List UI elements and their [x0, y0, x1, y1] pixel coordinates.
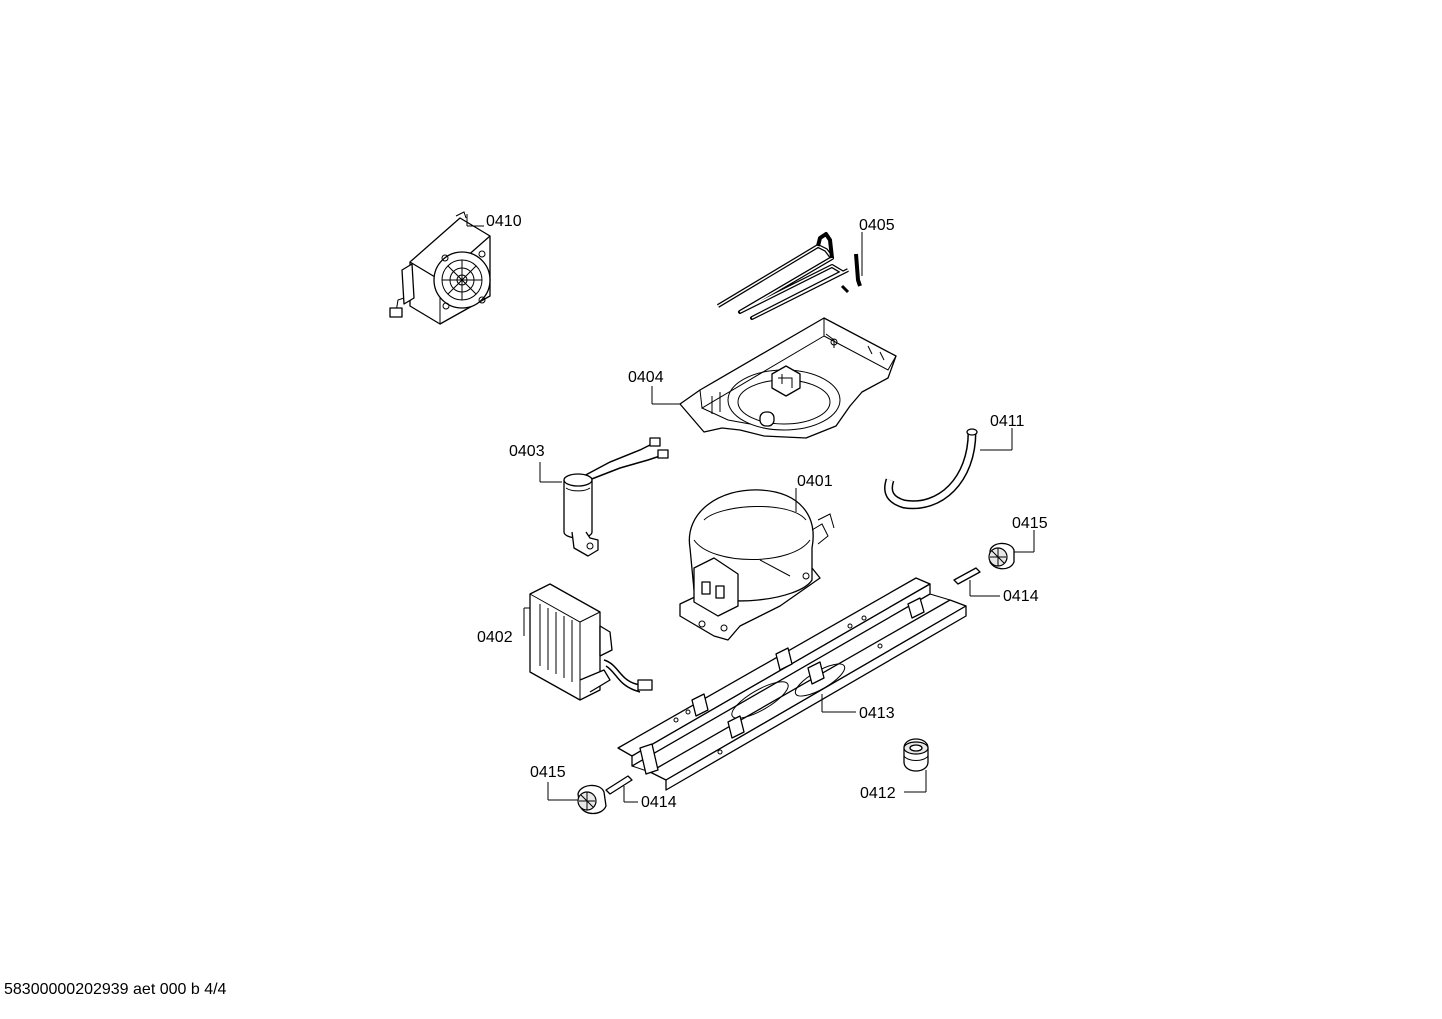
callout-0414-lower[interactable]: 0414	[641, 794, 677, 811]
callout-0403[interactable]: 0403	[509, 443, 545, 460]
part-0415-foot-upper[interactable]	[988, 542, 1015, 570]
part-0414-pin-lower[interactable]	[605, 775, 633, 795]
callout-0412[interactable]: 0412	[860, 785, 896, 802]
callout-0405[interactable]: 0405	[859, 217, 895, 234]
part-0401-compressor[interactable]	[679, 489, 835, 641]
callout-0415-lower[interactable]: 0415	[530, 764, 566, 781]
part-0411-hose[interactable]	[884, 428, 978, 510]
part-0413-mounting-rails[interactable]	[617, 577, 967, 791]
callout-0415-upper[interactable]: 0415	[1012, 515, 1048, 532]
part-0414-pin-upper[interactable]	[953, 567, 981, 585]
document-code: 58300000202939 aet 000 b 4/4	[4, 981, 227, 998]
callout-0402[interactable]: 0402	[477, 629, 513, 646]
part-0403-capacitor[interactable]	[563, 437, 669, 557]
callout-0404[interactable]: 0404	[628, 369, 664, 386]
part-0410-fan-unit[interactable]	[389, 211, 491, 325]
part-0404-drip-tray[interactable]	[679, 317, 897, 439]
callout-0410[interactable]: 0410	[486, 213, 522, 230]
part-0402-relay-box[interactable]	[529, 583, 653, 701]
part-0412-grommet[interactable]	[903, 738, 929, 772]
callout-0413[interactable]: 0413	[859, 705, 895, 722]
callout-0411[interactable]: 0411	[990, 413, 1025, 430]
part-0415-foot-lower[interactable]	[577, 784, 607, 815]
callout-0401[interactable]: 0401	[797, 473, 833, 490]
part-0405-heater-coil[interactable]	[716, 232, 862, 320]
callout-0414-upper[interactable]: 0414	[1003, 588, 1039, 605]
